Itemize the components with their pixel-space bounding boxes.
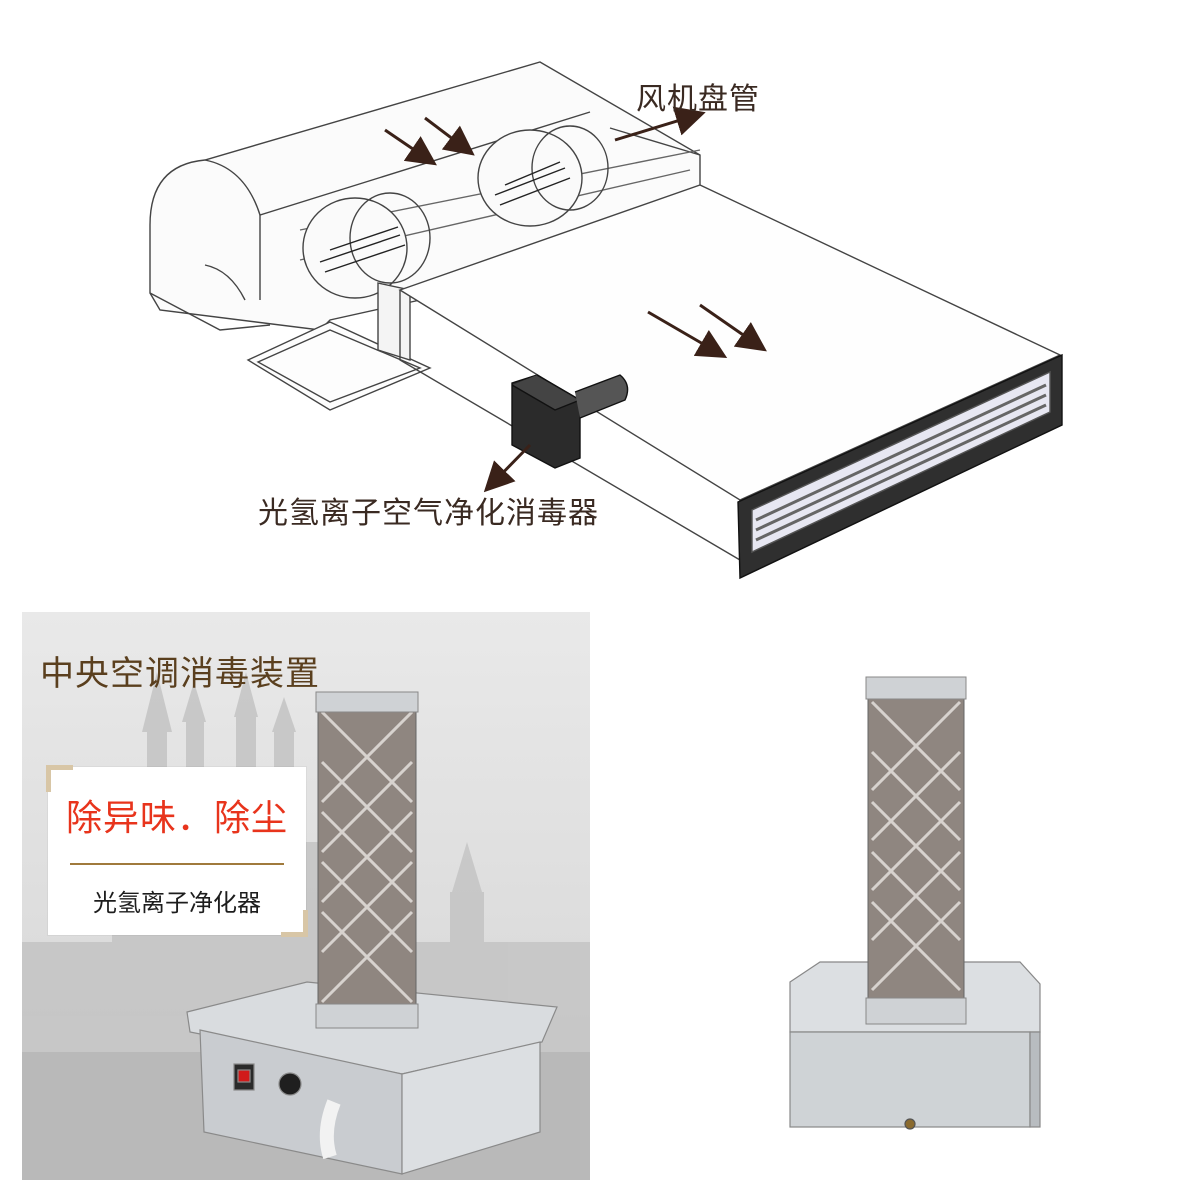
feature-caption: 光氢离子净化器	[93, 889, 261, 917]
feature-highlight: 除异味．除尘	[65, 798, 288, 839]
airflow-arrow-icon	[384, 128, 437, 166]
card-divider	[70, 863, 284, 865]
card-corner-ornament	[281, 910, 308, 937]
airflow-arrow-icon	[647, 310, 728, 359]
fan-coil-drawing	[149, 61, 1063, 580]
airflow-arrow-icon	[424, 116, 475, 156]
purifier-label: 光氢离子空气净化消毒器	[258, 496, 599, 531]
leader-arrow-icon	[614, 106, 706, 142]
leader-arrow-icon	[483, 443, 532, 493]
purifier-unit-image	[789, 676, 1041, 1130]
card-corner-ornament	[46, 765, 73, 792]
airflow-arrow-icon	[699, 303, 767, 352]
fan-coil-label: 风机盘管	[636, 82, 760, 117]
product-photo-left: 中央空调消毒装置 除异味．除尘 光氢离子净化器	[22, 612, 590, 1180]
product-photo-right	[740, 612, 1140, 1172]
feature-card: 除异味．除尘 光氢离子净化器	[46, 765, 308, 937]
section-title: 中央空调消毒装置	[40, 654, 320, 694]
fan-coil-diagram: 风机盘管 光氢离子空气净化消毒器	[149, 61, 1063, 580]
